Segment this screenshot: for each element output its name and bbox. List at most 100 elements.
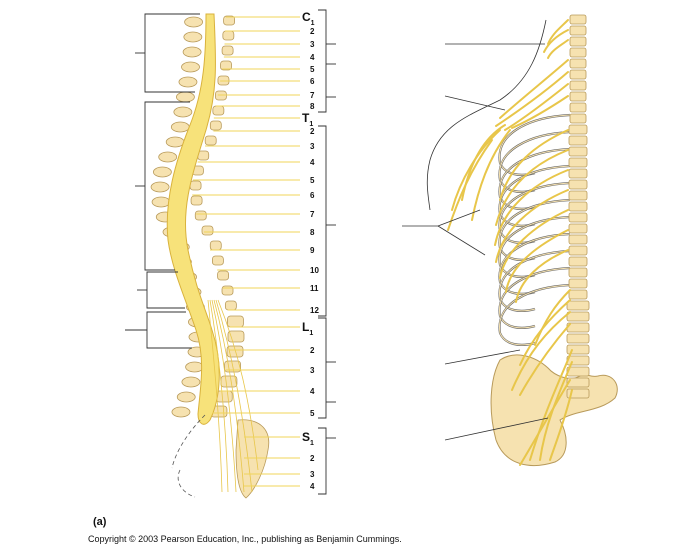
- nerve-label-sacral-1: S1: [302, 430, 314, 447]
- nerve-label-thoracic-6: 6: [310, 191, 315, 200]
- nerve-label-cervical-6: 6: [310, 77, 315, 86]
- vertebral-body: [227, 316, 243, 327]
- vertebra-right: [570, 81, 586, 90]
- vertebra-right: [570, 48, 586, 57]
- vertebra-right: [569, 213, 587, 222]
- vertebra-right: [569, 147, 587, 156]
- vertebra-right: [570, 15, 586, 24]
- vertebra-right: [569, 268, 587, 277]
- coccyx-outline: [172, 415, 205, 497]
- nerve-label-lumbar-5: 5: [310, 409, 315, 418]
- vertebra-right: [569, 246, 587, 255]
- vertebral-body: [222, 46, 233, 55]
- vertebra-right: [569, 136, 587, 145]
- vertebra-right: [567, 334, 589, 343]
- vertebral-body: [222, 286, 233, 295]
- vertebra-right: [569, 169, 587, 178]
- nerve-label-thoracic-11: 11: [310, 284, 319, 293]
- nerve-label-sacral-3: 3: [310, 470, 315, 479]
- spine-right: [567, 15, 589, 398]
- vertebra-right: [570, 37, 586, 46]
- vertebral-process: [166, 137, 184, 147]
- vertebral-body: [202, 226, 213, 235]
- vertebra-right: [569, 180, 587, 189]
- vertebral-process: [153, 167, 171, 177]
- nerve-label-cervical-2: 2: [310, 27, 315, 36]
- nerve-label-lumbar-2: 2: [310, 346, 315, 355]
- nerve-label-thoracic-3: 3: [310, 142, 315, 151]
- vertebral-body: [210, 121, 221, 130]
- vertebra-right: [570, 114, 586, 123]
- vertebral-process: [186, 362, 204, 372]
- vertebral-process: [174, 107, 192, 117]
- vertebra-right: [569, 191, 587, 200]
- region-brackets-right: [318, 10, 336, 494]
- nerve-label-thoracic-1: T1: [302, 111, 313, 128]
- nerve-label-thoracic-7: 7: [310, 210, 315, 219]
- copyright-notice: Copyright © 2003 Pearson Education, Inc.…: [88, 534, 402, 544]
- nerve-label-cervical-4: 4: [310, 53, 315, 62]
- nerve-label-cervical-8: 8: [310, 102, 315, 111]
- vertebral-body: [212, 256, 223, 265]
- nerve-label-lumbar-1: L1: [302, 320, 313, 337]
- nerve-label-thoracic-12: 12: [310, 306, 319, 315]
- vertebral-body: [190, 181, 201, 190]
- vertebra-right: [569, 279, 587, 288]
- nerve-label-thoracic-8: 8: [310, 228, 315, 237]
- nerve-label-cervical-1: C1: [302, 10, 315, 27]
- vertebra-right: [569, 224, 587, 233]
- vertebral-body: [213, 106, 224, 115]
- vertebra-right: [570, 59, 586, 68]
- vertebral-process: [151, 182, 169, 192]
- vertebral-body: [210, 241, 221, 250]
- vertebral-process: [152, 197, 170, 207]
- vertebra-right: [569, 290, 587, 299]
- nerve-label-thoracic-2: 2: [310, 127, 315, 136]
- vertebra-right: [570, 92, 586, 101]
- nerve-label-sacral-4: 4: [310, 482, 315, 491]
- panel-label: (a): [93, 516, 106, 528]
- vertebral-body: [191, 196, 202, 205]
- nerve-plexus-view: [402, 15, 617, 466]
- vertebra-right: [567, 312, 589, 321]
- nerve-label-thoracic-4: 4: [310, 158, 315, 167]
- vertebral-body: [223, 31, 234, 40]
- vertebral-process: [182, 377, 200, 387]
- vertebra-right: [569, 202, 587, 211]
- vertebral-body: [195, 211, 206, 220]
- nerve-label-lumbar-4: 4: [310, 387, 315, 396]
- vertebral-body: [205, 136, 216, 145]
- vertebral-process: [172, 407, 190, 417]
- vertebral-body: [216, 391, 232, 402]
- vertebra-right: [569, 125, 587, 134]
- vertebral-process: [179, 77, 197, 87]
- vertebra-right: [569, 257, 587, 266]
- nerve-label-cervical-3: 3: [310, 40, 315, 49]
- nerve-label-thoracic-5: 5: [310, 176, 315, 185]
- vertebra-right: [569, 235, 587, 244]
- vertebral-process: [184, 32, 202, 42]
- nerve-label-cervical-5: 5: [310, 65, 315, 74]
- nerve-label-sacral-2: 2: [310, 454, 315, 463]
- vertebral-process: [176, 92, 194, 102]
- nerve-label-thoracic-9: 9: [310, 246, 315, 255]
- vertebral-body: [228, 331, 244, 342]
- vertebra-right: [569, 158, 587, 167]
- vertebral-process: [183, 47, 201, 57]
- vertebral-body: [218, 271, 229, 280]
- nerve-label-lumbar-3: 3: [310, 366, 315, 375]
- nerve-label-thoracic-10: 10: [310, 266, 319, 275]
- vertebra-right: [570, 26, 586, 35]
- vertebral-process: [182, 62, 200, 72]
- vertebral-body: [225, 301, 236, 310]
- vertebral-process: [159, 152, 177, 162]
- vertebral-process: [177, 392, 195, 402]
- vertebra-right: [567, 301, 589, 310]
- vertebral-process: [171, 122, 189, 132]
- nerve-label-cervical-7: 7: [310, 91, 315, 100]
- vertebra-right: [570, 103, 586, 112]
- vertebra-right: [570, 70, 586, 79]
